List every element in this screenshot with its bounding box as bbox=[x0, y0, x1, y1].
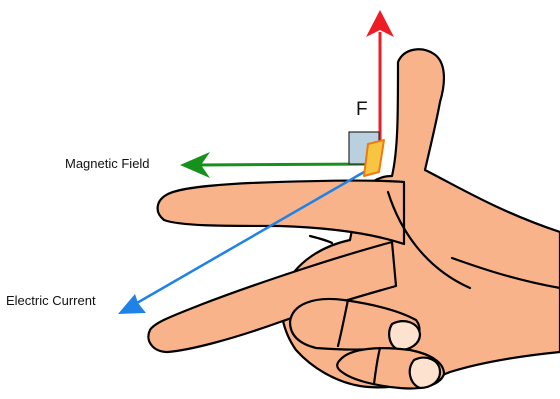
pivot-marker bbox=[364, 140, 384, 176]
ring-fingernail bbox=[389, 321, 420, 350]
electric-current-label: Electric Current bbox=[6, 293, 96, 308]
force-label: F bbox=[356, 99, 368, 121]
index-finger bbox=[158, 181, 404, 244]
magnetic-field-arrow bbox=[180, 152, 374, 178]
little-fingernail bbox=[410, 358, 440, 388]
hand bbox=[148, 49, 560, 388]
magnetic-field-label: Magnetic Field bbox=[65, 156, 150, 171]
index-middle-crease bbox=[310, 236, 332, 243]
